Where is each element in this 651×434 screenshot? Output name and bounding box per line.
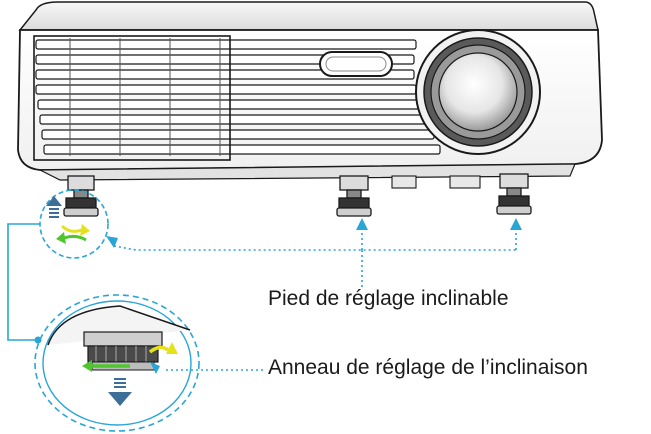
vent-grille bbox=[33, 35, 441, 161]
projector-top bbox=[18, 1, 599, 31]
down-arrow-icon bbox=[108, 378, 132, 406]
tilt-foot-label: Pied de réglage inclinable bbox=[268, 287, 509, 310]
tilt-foot-middle bbox=[336, 175, 372, 217]
projector-bottom-edge bbox=[39, 163, 576, 181]
callout-arrowheads bbox=[106, 218, 522, 374]
callout-lines bbox=[7, 223, 517, 371]
projector-lens bbox=[415, 29, 541, 155]
up-arrow-icon bbox=[46, 196, 62, 218]
tilt-foot-right bbox=[496, 173, 532, 215]
projector bbox=[17, 1, 603, 217]
ring-magnifier bbox=[34, 294, 200, 432]
tilt-foot-left bbox=[63, 175, 99, 217]
indicator-pill bbox=[319, 51, 393, 77]
tilt-ring-label: Anneau de réglage de l’inclinaison bbox=[268, 356, 588, 379]
ring-rotate-arrows-icon bbox=[82, 342, 178, 372]
rotate-arrows-icon bbox=[56, 224, 90, 244]
